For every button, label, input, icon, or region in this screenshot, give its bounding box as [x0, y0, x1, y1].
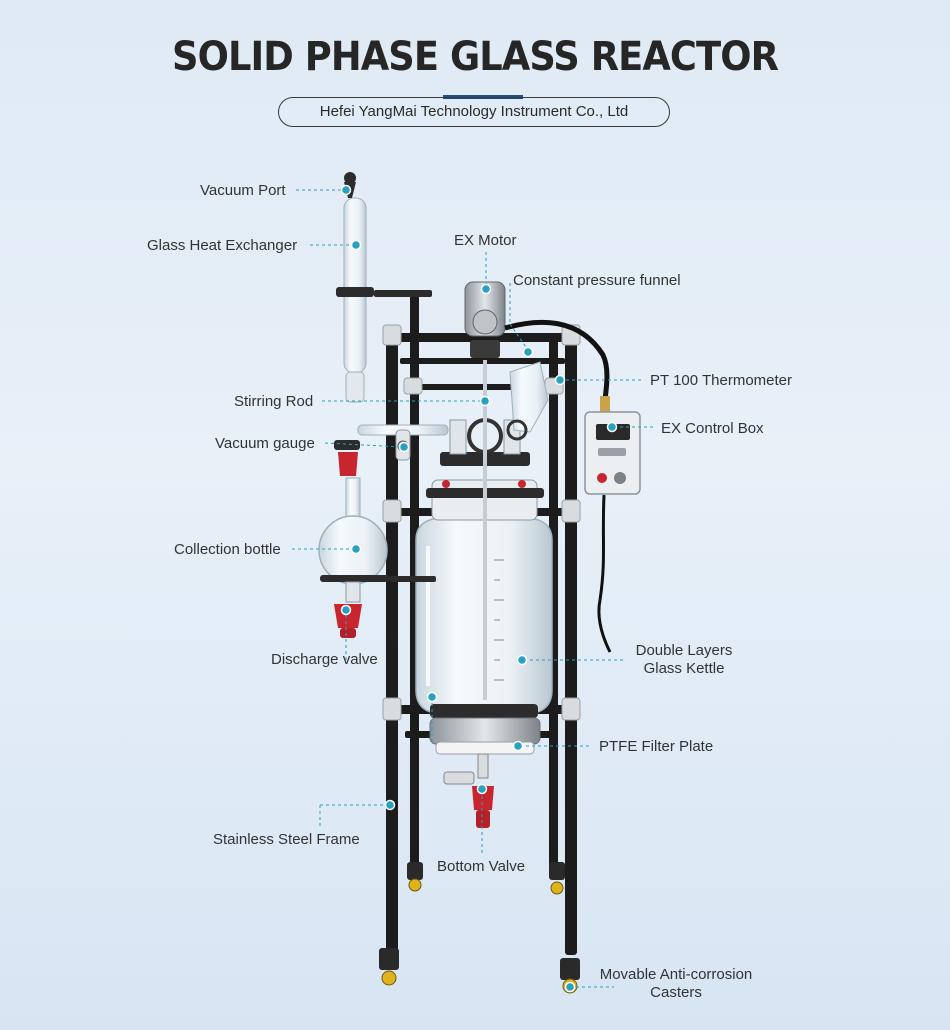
bottom-valve — [443, 753, 494, 828]
ex-motor — [464, 281, 506, 358]
callout-dot-stirring-rod — [479, 395, 491, 407]
label-glass-heat-exchanger: Glass Heat Exchanger — [147, 237, 298, 254]
label-collection-bottle: Collection bottle — [174, 541, 281, 558]
callout-dot-bottom-valve — [476, 783, 488, 795]
callout-lines — [292, 189, 656, 988]
collection-inlet-valve — [334, 440, 360, 476]
discharge-valve — [334, 581, 362, 638]
callout-dot-vacuum-gauge — [398, 441, 410, 453]
callout-dot-ex-motor — [480, 283, 492, 295]
callout-dot-vacuum-port — [340, 184, 352, 196]
glass-heat-exchanger — [336, 197, 432, 403]
callout-dot-frame — [384, 799, 396, 811]
label-ex-motor: EX Motor — [454, 232, 517, 249]
label-stainless-steel-frame: Stainless Steel Frame — [213, 831, 360, 848]
callout-dot-heat-exchanger — [350, 239, 362, 251]
callout-dot-glass-kettle — [516, 654, 528, 666]
label-stirring-rod: Stirring Rod — [234, 393, 314, 410]
label-ptfe-filter-plate: PTFE Filter Plate — [599, 738, 714, 755]
callout-dot-funnel — [522, 346, 534, 358]
company-name-badge: Hefei YangMai Technology Instrument Co.,… — [278, 97, 670, 127]
label-discharge-valve: Discharge valve — [271, 651, 378, 668]
label-double-layers-line1: Double Layers — [635, 642, 733, 659]
label-constant-pressure-funnel: Constant pressure funnel — [513, 272, 681, 289]
page-title: SOLID PHASE GLASS REACTOR — [172, 34, 779, 80]
callout-dot-kettle-bottom — [426, 691, 438, 703]
label-ex-control-box: EX Control Box — [661, 420, 764, 437]
label-bottom-valve: Bottom Valve — [437, 858, 526, 875]
callout-dot-discharge-valve — [340, 604, 352, 616]
label-movable-casters: Movable Anti-corrosion Casters — [590, 966, 762, 1002]
label-double-layers-line2: Glass Kettle — [643, 660, 725, 677]
callout-dot-collection-bottle — [350, 543, 362, 555]
constant-pressure-funnel — [506, 361, 549, 441]
ptfe-filter-plate — [429, 717, 541, 755]
caster-back-left — [407, 862, 423, 892]
callout-dot-ptfe-plate — [512, 740, 524, 752]
callout-dot-control-box — [606, 421, 618, 433]
label-vacuum-gauge: Vacuum gauge — [215, 435, 315, 452]
caster-back-right — [549, 862, 565, 895]
ex-control-box — [584, 411, 641, 495]
caster-front-left — [379, 948, 399, 986]
pt100-probe — [600, 396, 610, 412]
label-double-layers-glass-kettle: Double Layers Glass Kettle — [626, 642, 742, 678]
label-casters-line1: Movable Anti-corrosion — [599, 966, 753, 983]
label-pt100-thermometer: PT 100 Thermometer — [650, 372, 793, 389]
label-vacuum-port: Vacuum Port — [200, 182, 286, 199]
callout-dot-casters — [564, 981, 576, 993]
callout-dot-pt100 — [554, 374, 566, 386]
label-casters-line2: Casters — [650, 984, 702, 1001]
callout-dots — [340, 184, 618, 993]
